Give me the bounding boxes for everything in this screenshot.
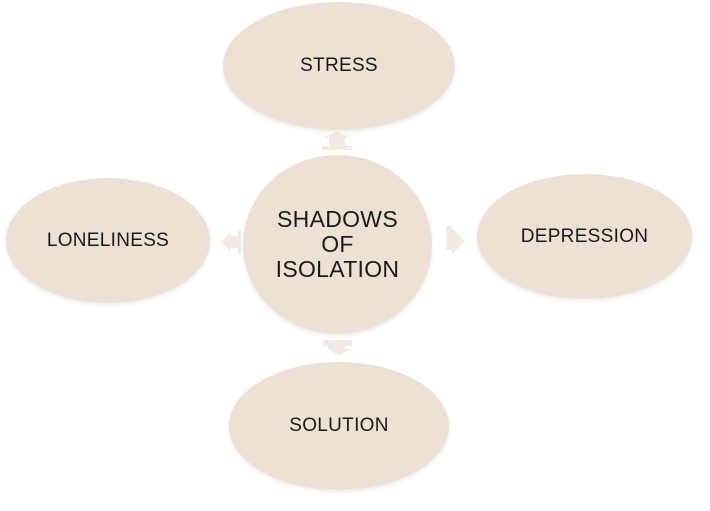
arrow-down <box>323 340 352 356</box>
node-depression-label: DEPRESSION <box>520 225 649 247</box>
node-depression: DEPRESSION <box>477 174 692 299</box>
center-line-2: OF <box>321 231 354 257</box>
arrow-right <box>446 226 465 254</box>
node-solution: SOLUTION <box>229 362 449 490</box>
arrow-up <box>322 131 352 150</box>
node-stress-label: STRESS <box>300 55 378 76</box>
center-line-1: SHADOWS <box>277 206 398 232</box>
node-loneliness: LONELINESS <box>6 178 210 303</box>
node-stress: STRESS <box>223 2 455 130</box>
center-node: SHADOWS OF ISOLATION <box>243 155 432 334</box>
node-loneliness-label: LONELINESS <box>46 229 170 251</box>
node-solution-label: SOLUTION <box>289 415 389 436</box>
center-line-3: ISOLATION <box>275 256 400 282</box>
arrow-left <box>221 230 241 254</box>
